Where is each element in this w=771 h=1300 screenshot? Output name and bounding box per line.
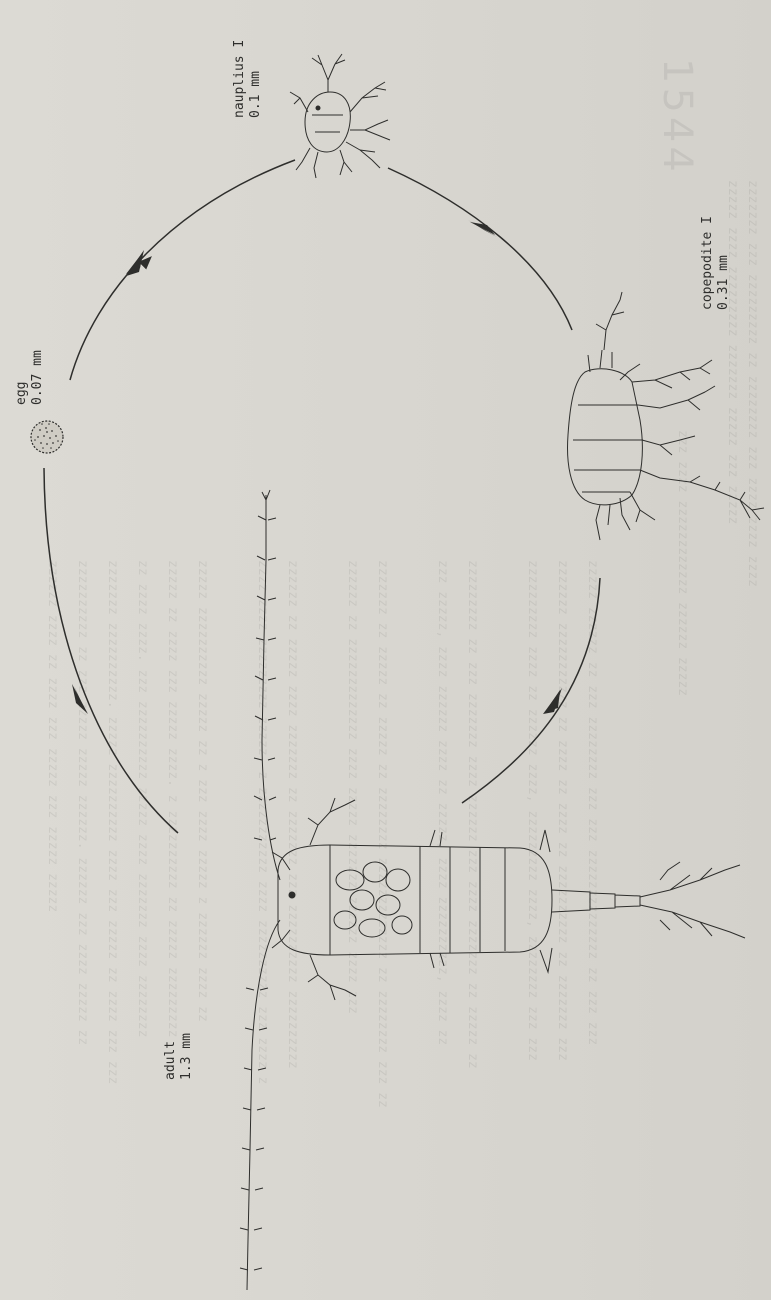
adult-illustration bbox=[240, 490, 745, 1290]
egg-stage-name: egg bbox=[14, 350, 30, 405]
egg-illustration bbox=[31, 421, 63, 453]
arrowhead-egg-to-nauplius bbox=[110, 258, 150, 310]
arrowhead-3b bbox=[543, 688, 562, 714]
copepodite-label: copepodite I 0.31 mm bbox=[700, 216, 732, 310]
arrow-nauplius-to-copepodite bbox=[388, 168, 572, 330]
nauplius-stage-size: 0.1 mm bbox=[248, 40, 264, 118]
arrowheads bbox=[72, 220, 562, 714]
adult-label: adult 1.3 mm bbox=[163, 1033, 195, 1080]
arrowhead-4b bbox=[72, 684, 88, 714]
nauplius-illustration bbox=[290, 54, 390, 178]
arrowhead-1b bbox=[126, 250, 144, 276]
egg-label: egg 0.07 mm bbox=[14, 350, 46, 405]
cycle-arrows bbox=[44, 160, 600, 833]
arrow-adult-to-egg bbox=[44, 468, 178, 833]
adult-stage-size: 1.3 mm bbox=[179, 1033, 195, 1080]
copepodite-illustration bbox=[568, 292, 764, 540]
nauplius-label: nauplius I 0.1 mm bbox=[232, 40, 264, 118]
arrow-egg-to-nauplius bbox=[70, 160, 295, 380]
adult-stage-name: adult bbox=[163, 1033, 179, 1080]
arrow-copepodite-to-adult bbox=[462, 578, 600, 803]
copepodite-stage-size: 0.31 mm bbox=[716, 216, 732, 310]
copepodite-stage-name: copepodite I bbox=[700, 216, 716, 310]
nauplius-stage-name: nauplius I bbox=[232, 40, 248, 118]
egg-stage-size: 0.07 mm bbox=[30, 350, 46, 405]
